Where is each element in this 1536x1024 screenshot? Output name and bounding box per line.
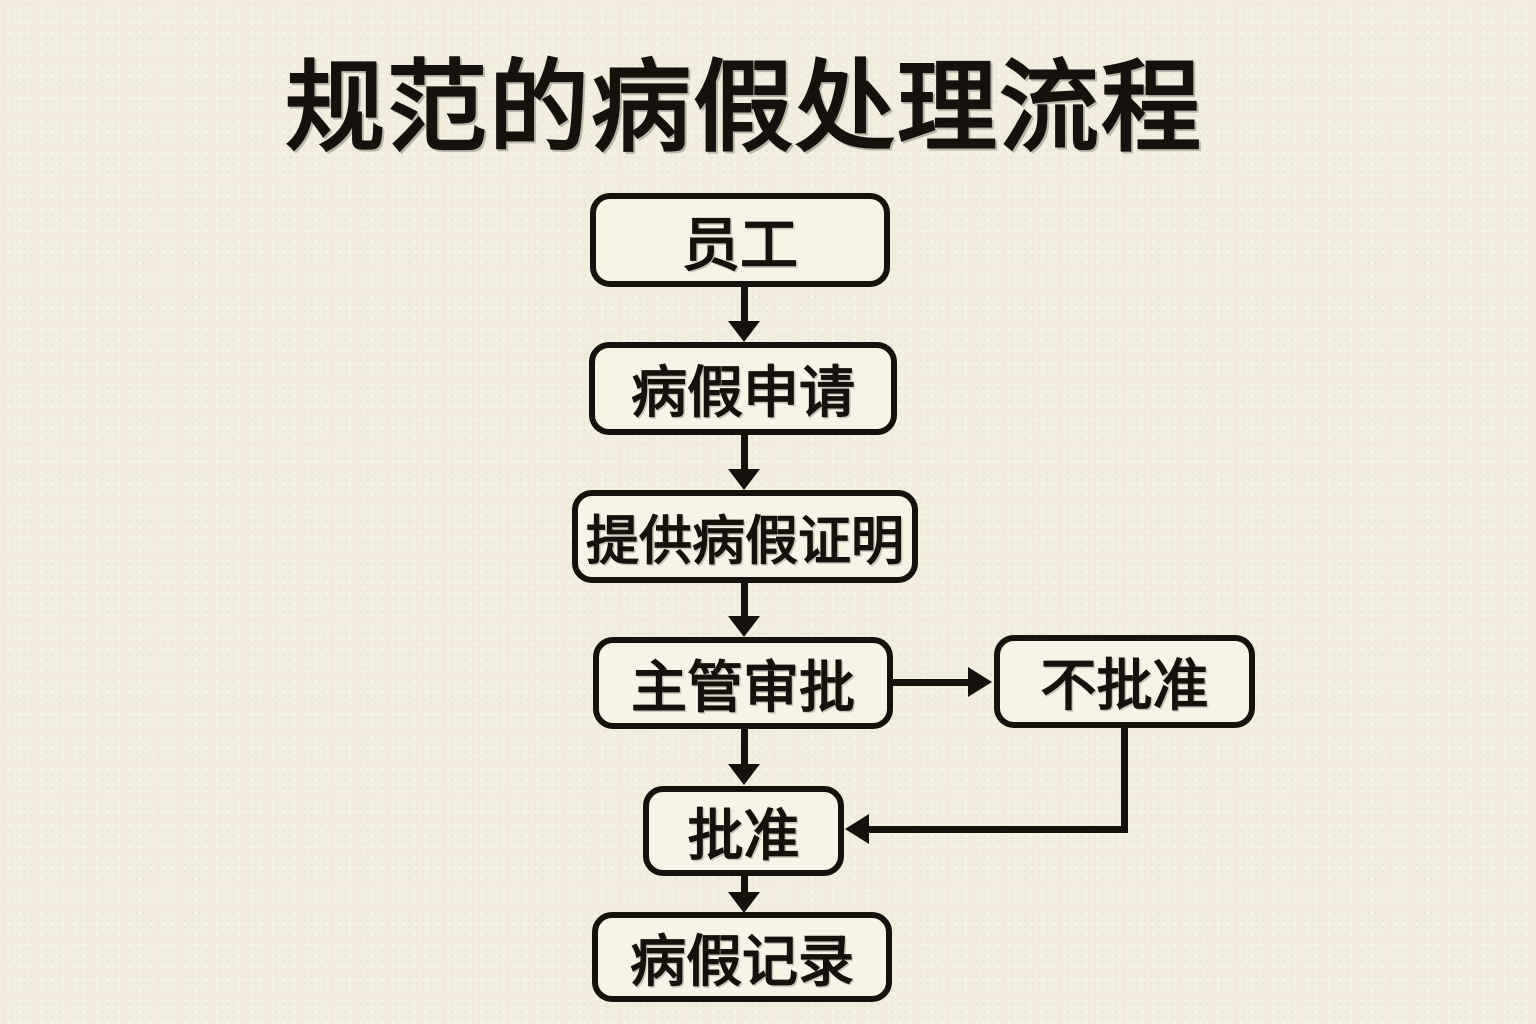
arrow-request-to-certificate-line: [741, 433, 748, 471]
flow-node-sick-leave-request-label: 病假申请: [631, 361, 855, 426]
page-title: 规范的病假处理流程: [285, 48, 1203, 166]
flow-node-employee: 员工: [590, 193, 890, 287]
flow-node-sick-leave-record: 病假记录: [592, 912, 892, 1002]
flow-node-sick-leave-request: 病假申请: [589, 342, 897, 435]
arrow-review-to-approved-arrowhead-icon: [728, 764, 760, 785]
flow-node-provide-certificate-label: 提供病假证明: [586, 510, 904, 572]
arrow-review-to-approved-line: [741, 727, 748, 767]
flow-node-sick-leave-record-label: 病假记录: [630, 929, 854, 995]
arrow-not-approved-to-approved-horizontal-line: [866, 826, 1128, 833]
arrow-review-to-not-approved-arrowhead-icon: [968, 667, 992, 697]
arrow-review-to-not-approved-line: [891, 679, 969, 686]
flow-node-supervisor-review-label: 主管审批: [631, 655, 855, 721]
flow-node-not-approved-label: 不批准: [1040, 654, 1209, 719]
flow-node-provide-certificate: 提供病假证明: [572, 490, 918, 583]
arrow-approved-to-record-line: [741, 874, 748, 895]
arrow-request-to-certificate-arrowhead-icon: [728, 469, 760, 490]
flow-node-employee-label: 员工: [681, 211, 798, 279]
arrow-employee-to-request-line: [741, 285, 748, 323]
arrow-certificate-to-review-arrowhead-icon: [728, 616, 760, 637]
arrow-not-approved-to-approved-vertical-line: [1121, 726, 1128, 833]
arrow-approved-to-record-arrowhead-icon: [728, 892, 760, 913]
flow-node-not-approved: 不批准: [994, 635, 1255, 728]
flow-node-approved: 批准: [643, 786, 844, 876]
arrow-employee-to-request-arrowhead-icon: [728, 321, 760, 342]
flow-node-supervisor-review: 主管审批: [593, 637, 893, 729]
flow-node-approved-label: 批准: [687, 803, 800, 869]
arrow-certificate-to-review-line: [741, 581, 748, 618]
arrow-not-approved-to-approved-arrowhead-icon: [845, 814, 869, 844]
